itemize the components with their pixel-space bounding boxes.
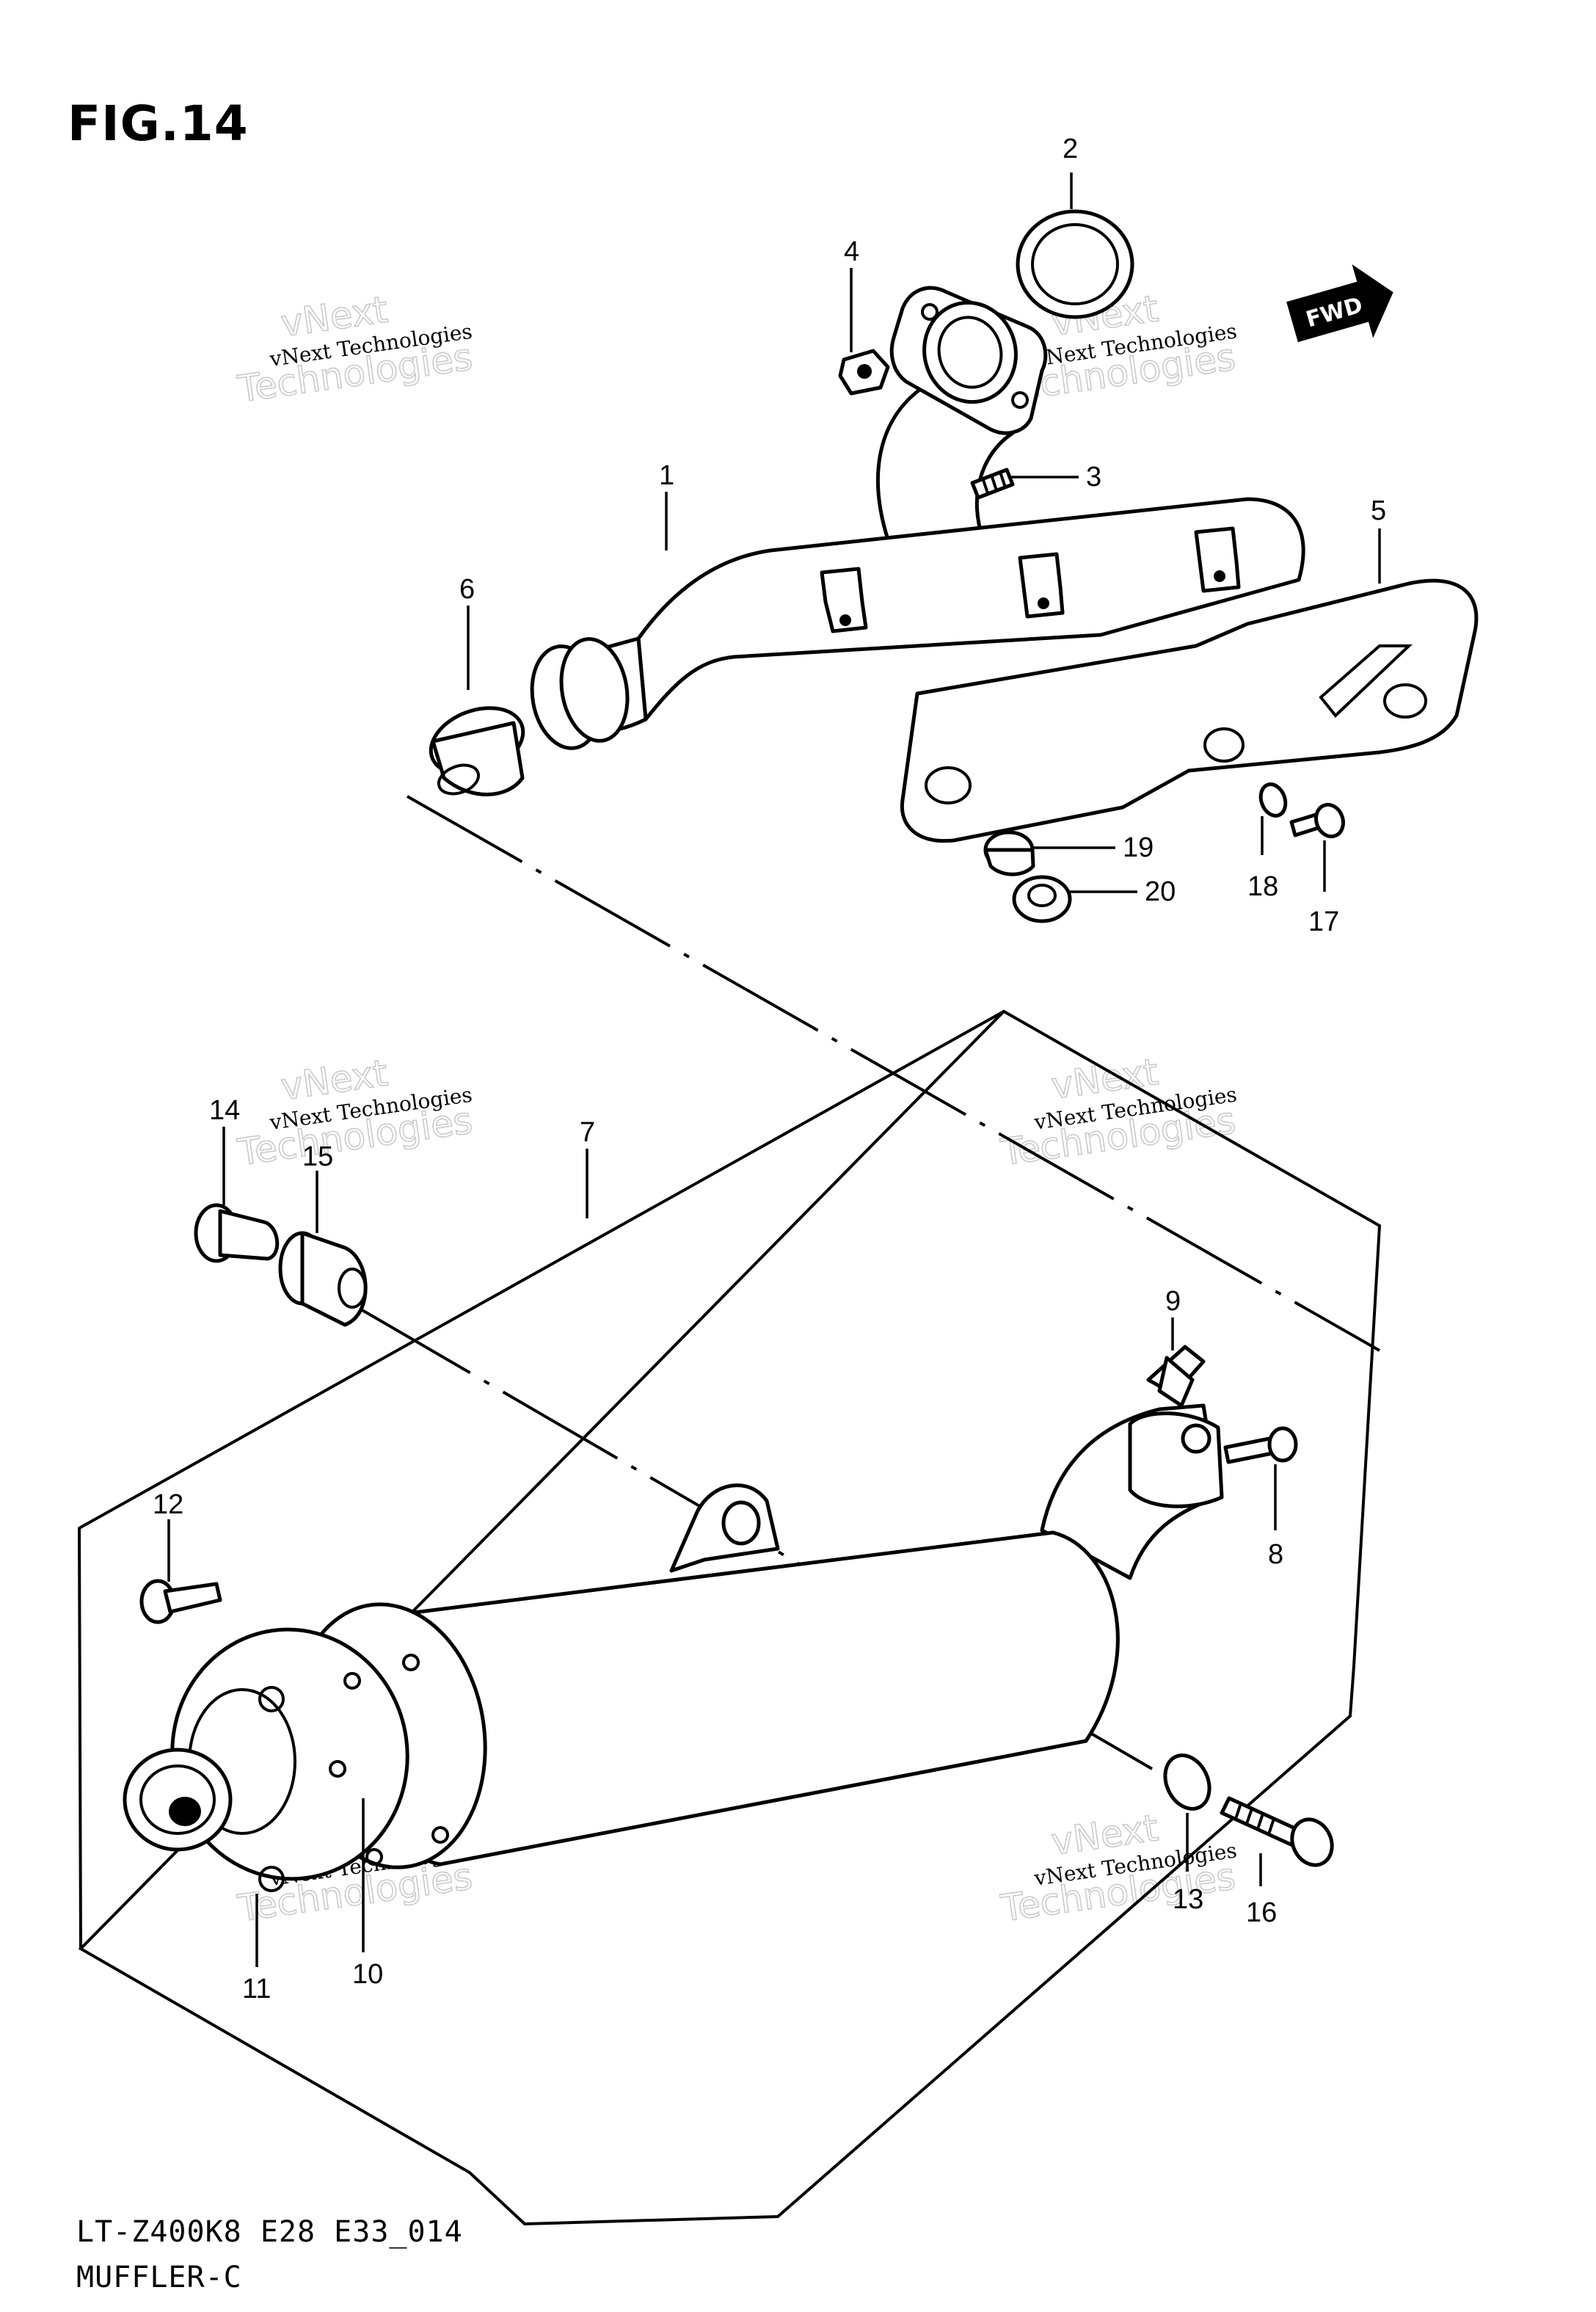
callout-19: 19 <box>1123 832 1154 863</box>
callout-10: 10 <box>352 1959 383 1990</box>
model-code: LT-Z400K8 E28 E33_014 <box>76 2215 463 2249</box>
callout-17: 17 <box>1308 906 1339 937</box>
callout-9: 9 <box>1165 1286 1181 1317</box>
watermark-mid-left: vNext Technologies vNext Technologies <box>234 1051 475 1174</box>
stud-bolt <box>970 468 1015 500</box>
watermark-bottom-right: vNext Technologies vNext Technologies <box>997 1806 1239 1930</box>
callout-11: 11 <box>242 1974 271 2004</box>
watermark-top-left: vNext Technologies vNext Technologies <box>234 288 475 411</box>
callout-5: 5 <box>1371 495 1386 526</box>
callout-3: 3 <box>1086 462 1101 492</box>
callout-6: 6 <box>459 574 475 605</box>
shield-bolt <box>1289 802 1346 839</box>
callout-15: 15 <box>302 1141 333 1172</box>
callout-2: 2 <box>1063 134 1078 164</box>
callout-18: 18 <box>1247 871 1278 902</box>
shield-washer <box>1258 782 1288 818</box>
callout-14: 14 <box>209 1095 240 1126</box>
callout-8: 8 <box>1268 1539 1283 1570</box>
shield-grommet <box>1012 875 1072 923</box>
callout-labels: 2 4 3 1 5 6 19 20 18 17 14 15 7 9 8 12 1… <box>153 134 1386 2004</box>
figure-title: FIG.14 <box>68 95 249 152</box>
mount-grommet <box>278 1231 368 1327</box>
fwd-arrow-icon: FWD <box>1286 264 1393 343</box>
callout-20: 20 <box>1145 876 1176 907</box>
heat-shield <box>900 578 1479 843</box>
exhaust-gasket <box>1016 209 1134 319</box>
callout-13: 13 <box>1173 1884 1203 1915</box>
end-cap-screw <box>139 1579 222 1624</box>
callout-4: 4 <box>844 236 859 267</box>
mount-bolt <box>194 1203 280 1263</box>
mount-washer <box>1163 1753 1211 1811</box>
clamp-bolt <box>1223 1426 1298 1464</box>
callout-7: 7 <box>580 1117 595 1148</box>
exhaust-pipe <box>530 286 1305 750</box>
pipe-gasket <box>429 706 525 796</box>
callout-16: 16 <box>1246 1897 1277 1928</box>
shield-collar <box>983 830 1035 876</box>
flange-nut <box>838 349 890 396</box>
diagram-name: MUFFLER-C <box>76 2261 242 2294</box>
leader-lines <box>167 172 1381 1967</box>
mount-long-bolt <box>1220 1796 1334 1867</box>
muffler-assembly-frame <box>78 1009 1382 2226</box>
watermark-mid-right: vNext Technologies vNext Technologies <box>997 1050 1239 1174</box>
assembly-chain-line-1 <box>407 795 1380 1352</box>
callout-1: 1 <box>659 460 674 491</box>
pipe-clamp <box>1128 1345 1224 1508</box>
callout-12: 12 <box>153 1489 183 1520</box>
